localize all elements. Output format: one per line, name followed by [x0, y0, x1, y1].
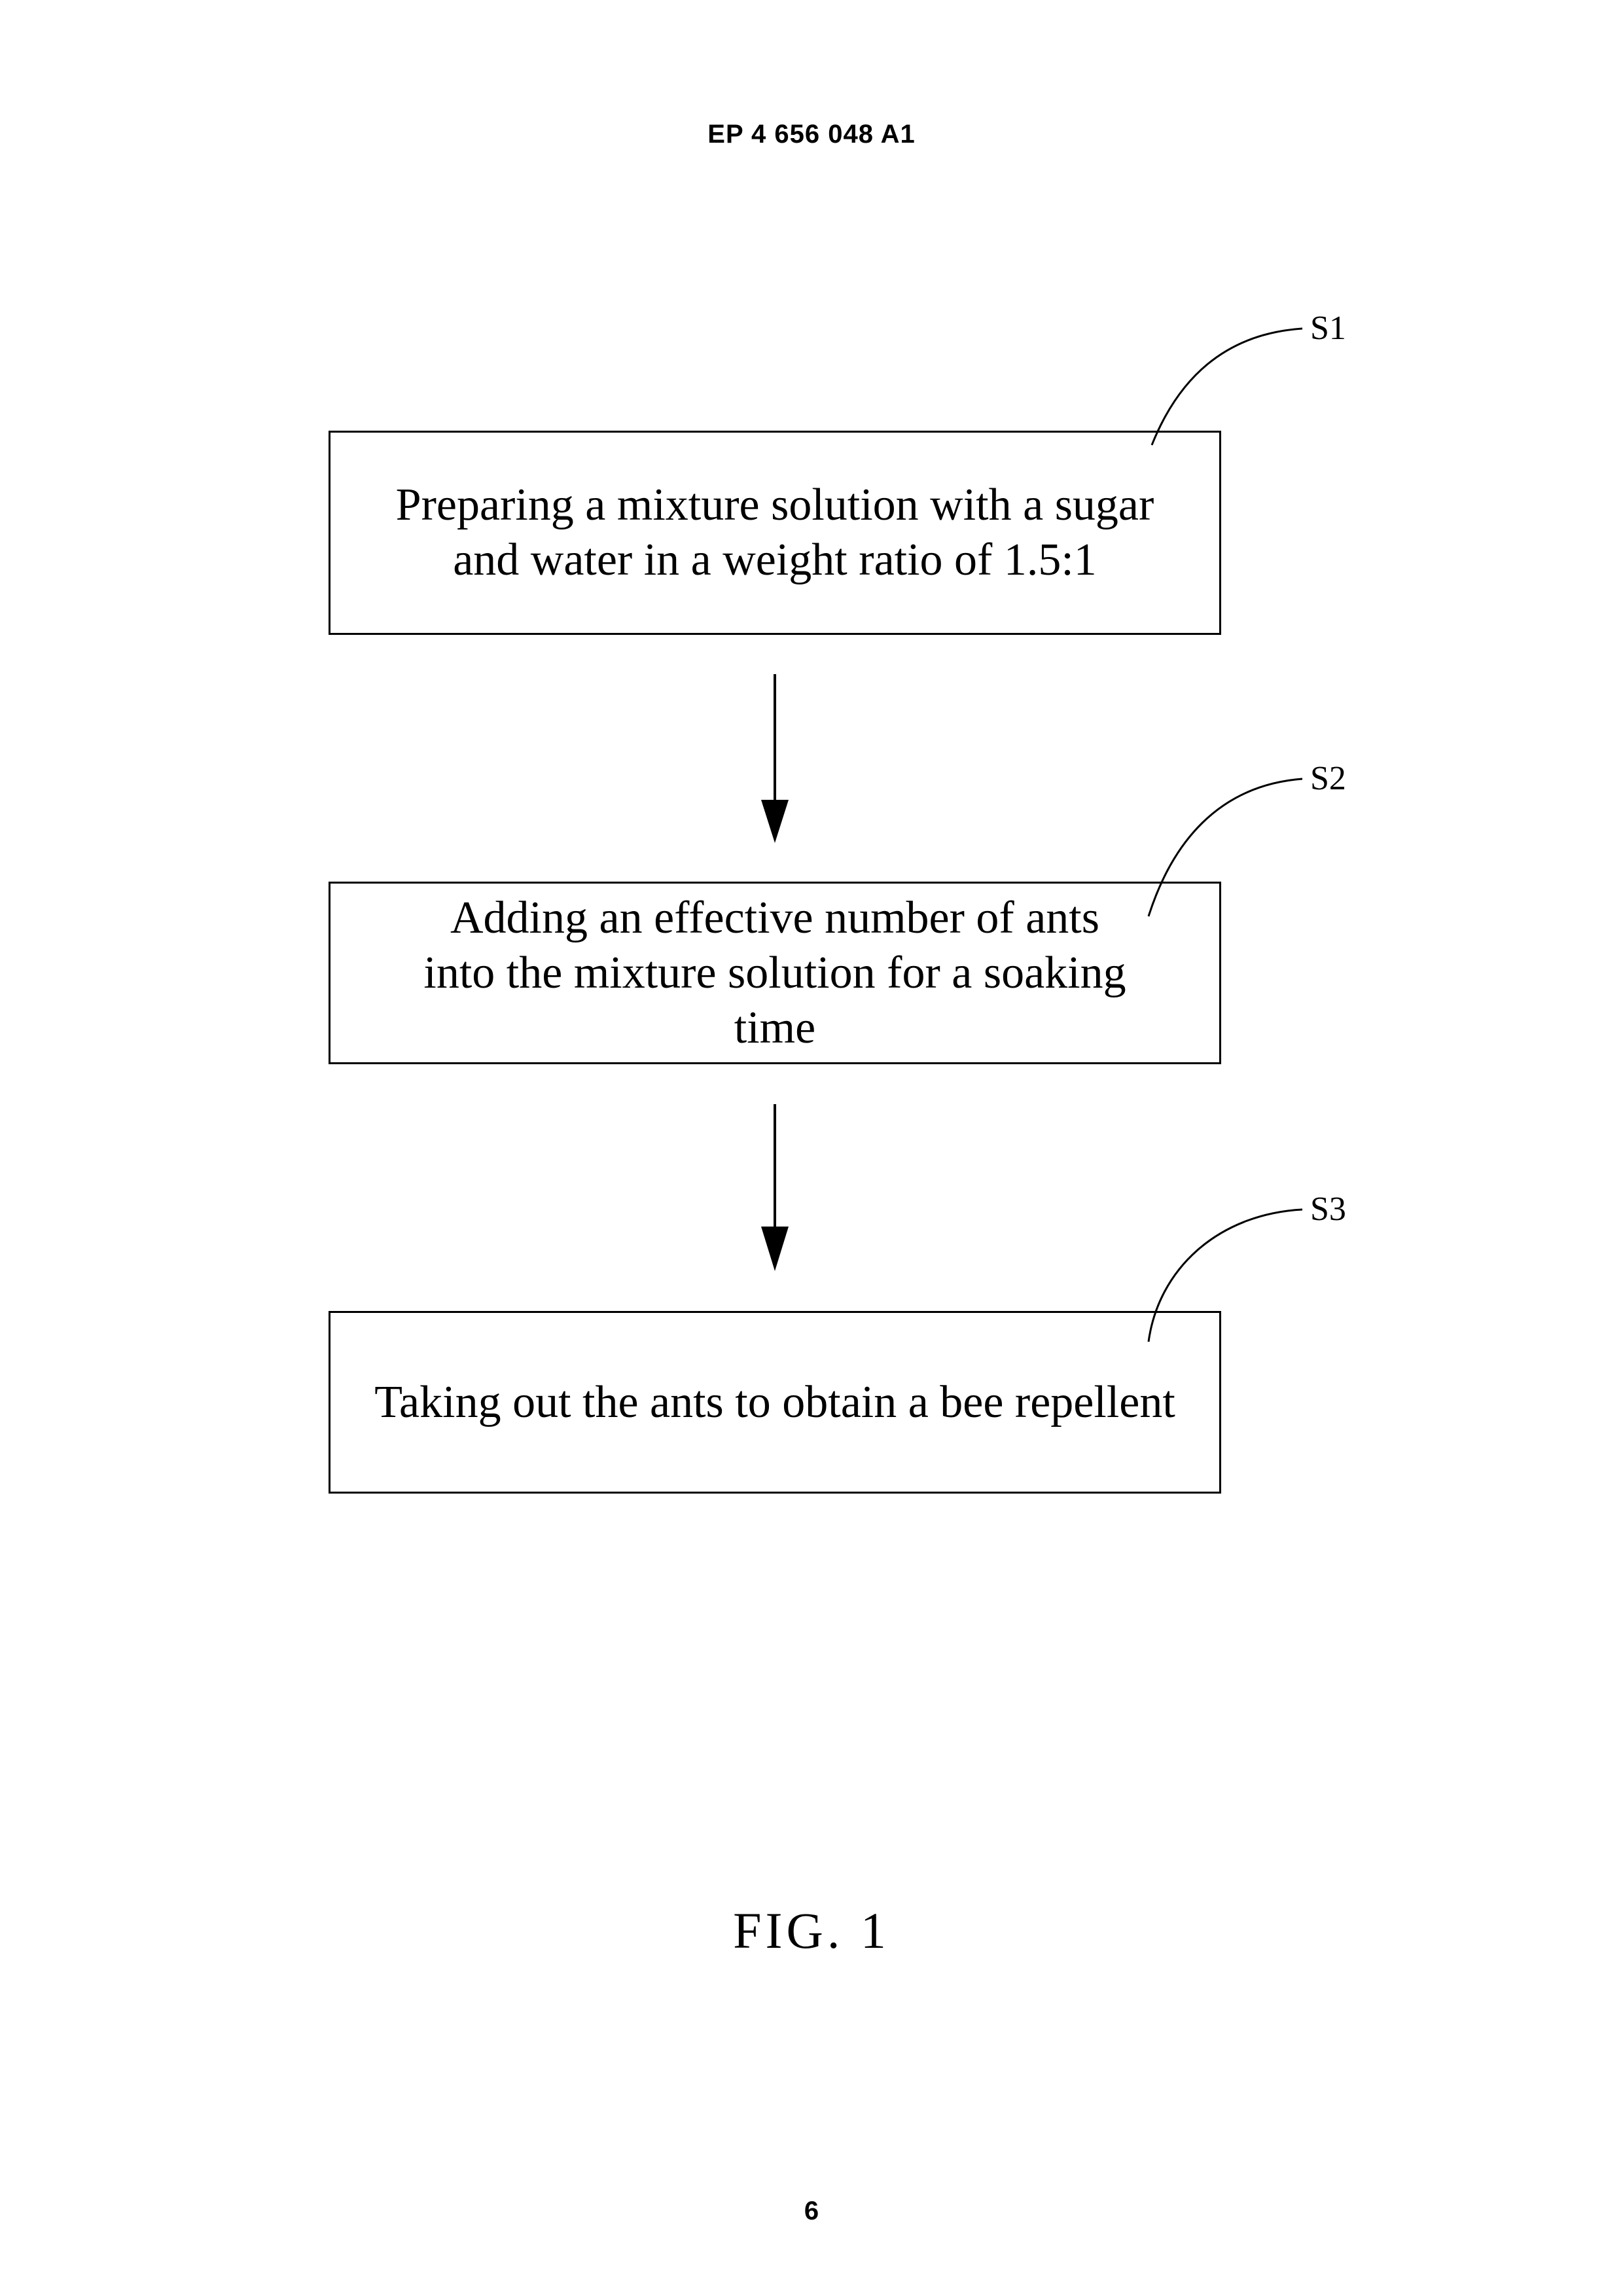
step-box-s2: Adding an effective number of ants into …: [329, 882, 1221, 1064]
arrow-s2-to-s3: [761, 1104, 789, 1271]
step-box-s3: Taking out the ants to obtain a bee repe…: [329, 1311, 1221, 1494]
step-text-s1: Preparing a mixture solution with a suga…: [363, 478, 1187, 588]
step-text-s3: Taking out the ants to obtain a bee repe…: [336, 1375, 1213, 1430]
arrow-s1-to-s2: [761, 674, 789, 843]
step-label-s1: S1: [1310, 309, 1346, 348]
leader-line-s1: [1152, 329, 1302, 445]
step-label-s3: S3: [1310, 1190, 1346, 1229]
step-box-s1: Preparing a mixture solution with a suga…: [329, 431, 1221, 635]
step-label-s2: S2: [1310, 759, 1346, 798]
page-number: 6: [0, 2197, 1623, 2226]
figure-caption: FIG. 1: [0, 1901, 1623, 1960]
step-text-s2: Adding an effective number of ants into …: [421, 891, 1128, 1056]
